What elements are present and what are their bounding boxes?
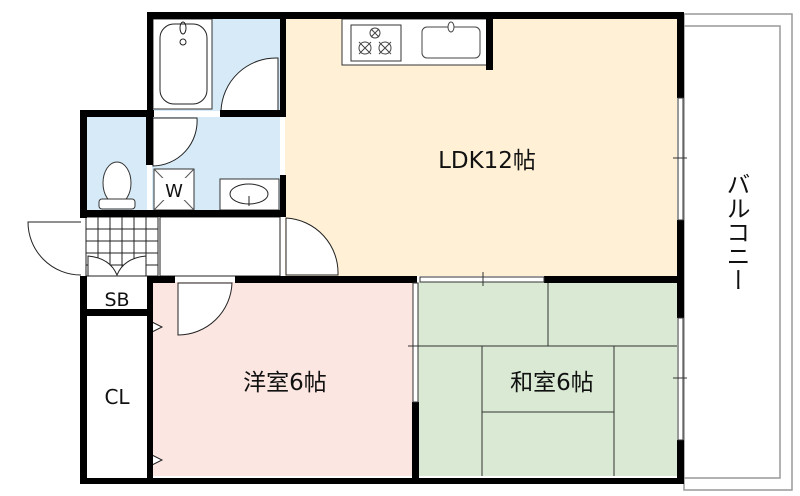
toilet-icon	[98, 161, 136, 210]
ldk-label: LDK12帖	[438, 148, 536, 174]
corridor	[159, 216, 281, 277]
washer-space: W	[153, 168, 195, 211]
shoe-box-label: SB	[104, 289, 129, 311]
western-door-swing	[177, 282, 233, 336]
tatami-mats	[418, 282, 677, 476]
windows	[408, 97, 687, 441]
balcony	[683, 13, 793, 491]
closet-door-markers	[151, 321, 164, 466]
closet	[86, 316, 147, 476]
kitchen-counter	[341, 18, 489, 66]
shoe-box	[86, 284, 147, 309]
washer-label: W	[165, 181, 183, 202]
bathtub-icon	[152, 18, 213, 110]
shoe-cabinet-doors	[87, 255, 147, 277]
entrance-door-swing	[27, 221, 82, 276]
japanese-room-label: 和室6帖	[510, 370, 594, 396]
wash-basin-icon	[219, 178, 280, 211]
western-room-label: 洋室6帖	[243, 370, 327, 396]
balcony-label: バルコニー	[722, 172, 750, 292]
ldk-door-swing	[285, 217, 339, 276]
closet-label: CL	[104, 385, 130, 409]
walls	[80, 12, 684, 484]
wash-door-swing	[152, 117, 198, 167]
